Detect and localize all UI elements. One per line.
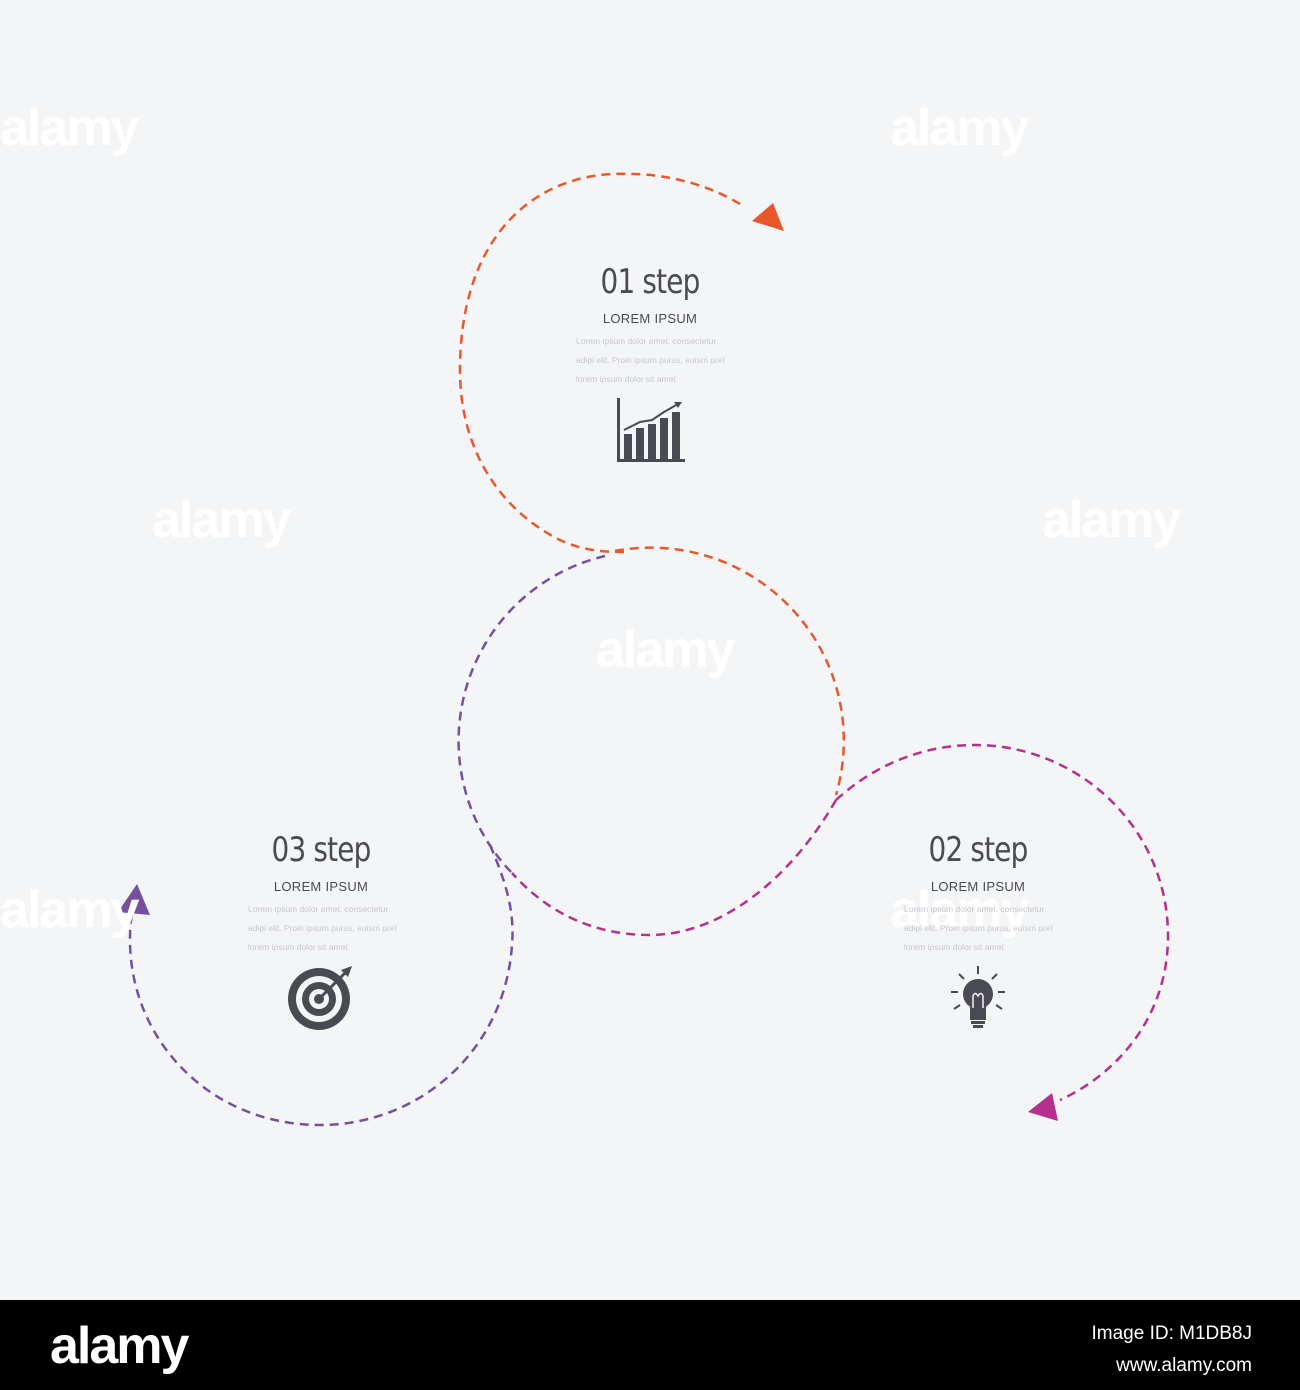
lightbulb-icon [951, 966, 1005, 1028]
step-02-arc [835, 743, 1170, 1102]
footer-bar: alamy Image ID: M1DB8J www.alamy.com [0, 1300, 1300, 1390]
bar-chart-icon [617, 398, 685, 462]
target-icon [288, 966, 352, 1030]
footer-info: Image ID: M1DB8J www.alamy.com [1092, 1318, 1253, 1382]
watermark-logo: alamy [0, 99, 139, 157]
step-03-arrowhead [118, 884, 150, 915]
step-02-inner-arc [511, 799, 838, 937]
step-03-title: 03 step [271, 830, 372, 870]
site-url: www.alamy.com [1116, 1355, 1252, 1376]
step-01-body: Lorem ipsum dolor amet, consectetur adip… [576, 336, 725, 384]
step-01-title: 01 step [600, 262, 701, 302]
step-03-arc [128, 844, 514, 1127]
step-01-arrowhead [752, 203, 784, 231]
step-02-subtitle: LOREM IPSUM [930, 879, 1026, 894]
process-diagram [118, 172, 1170, 1127]
watermark-logo: alamy [596, 621, 735, 679]
center-circle-left-arc [457, 554, 606, 874]
step-03-subtitle: LOREM IPSUM [273, 879, 369, 894]
watermark-logo: alamy [0, 881, 139, 939]
step-03-body: Lorem ipsum dolor amet, consectetur adip… [248, 904, 397, 952]
center-circle-right-arc [614, 546, 846, 796]
step-02-arrowhead [1028, 1093, 1058, 1121]
step-01-arc [458, 172, 741, 554]
watermark-logo: alamy [890, 99, 1029, 157]
watermark-logo: alamy [152, 491, 291, 549]
step-02-title: 02 step [928, 830, 1029, 870]
footer-logo: alamy [50, 1317, 189, 1375]
step-02-body: Lorem ipsum dolor amet, consectetur adip… [904, 904, 1053, 952]
image-id-label: Image ID: M1DB8J [1091, 1323, 1253, 1344]
step-01-subtitle: LOREM IPSUM [602, 311, 698, 326]
watermark-logo: alamy [1042, 491, 1181, 549]
watermark-logo: alamy [890, 881, 1029, 939]
